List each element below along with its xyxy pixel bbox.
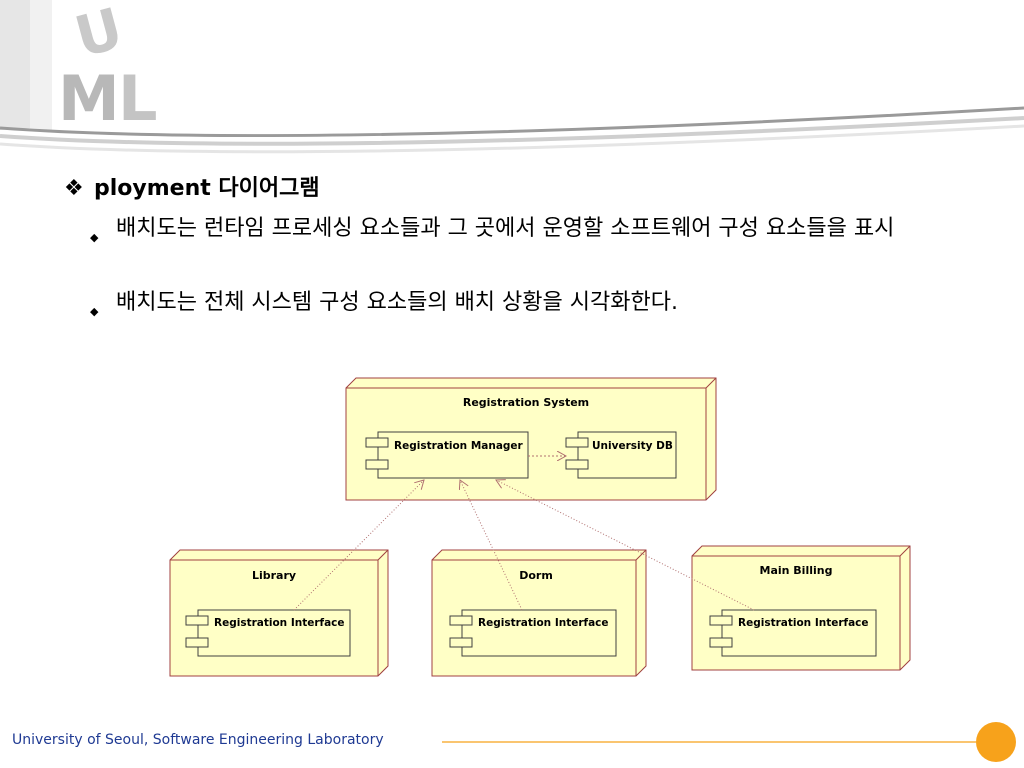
component-university-db: University DB [565, 431, 677, 479]
bullet-item: ◆ 배치도는 런타임 프로세싱 요소들과 그 곳에서 운영할 소프트웨어 구성 … [90, 214, 936, 244]
diamond-bullet-icon: ◆ [90, 231, 99, 244]
footer-bar [442, 722, 1016, 762]
bullet-text: 배치도는 런타임 프로세싱 요소들과 그 곳에서 운영할 소프트웨어 구성 요소… [116, 216, 895, 241]
uml-logo: U M L [58, 0, 158, 135]
node-title: Library [252, 569, 296, 582]
logo-letter-l: L [118, 62, 158, 135]
link-dorm-manager [460, 480, 523, 611]
bullet-text: 배치도는 전체 시스템 구성 요소들의 배치 상황을 시각화한다. [116, 290, 678, 315]
link-library-manager [293, 480, 424, 611]
component-label: Registration Interface [738, 617, 869, 629]
node-main-billing: Main Billing Registration Interface [691, 545, 911, 671]
component-label: Registration Manager [394, 440, 524, 452]
node-registration-system: Registration System Registration Manager… [345, 377, 717, 501]
diamond-bullet-icon: ◆ [90, 305, 99, 318]
heading-text: ployment 다이어그램 [94, 176, 320, 201]
diamond-cluster-icon: ❖ [64, 176, 84, 201]
logo-letter-m: M [58, 62, 120, 135]
bullet-item: ◆ 배치도는 전체 시스템 구성 요소들의 배치 상황을 시각화한다. [90, 288, 936, 318]
orange-circle-icon [976, 722, 1016, 762]
node-library: Library Registration Interface [169, 549, 389, 677]
header-banner: U M L [0, 0, 1024, 154]
component-label: Registration Interface [214, 617, 345, 629]
deployment-diagram: Registration System Registration Manager… [169, 377, 911, 677]
link-billing-manager [496, 480, 755, 611]
node-title: Dorm [519, 569, 553, 582]
node-dorm: Dorm Registration Interface [431, 549, 647, 677]
footer-text: University of Seoul, Software Engineerin… [12, 732, 384, 748]
component-label: University DB [592, 440, 673, 452]
heading: ❖ ployment 다이어그램 [64, 170, 320, 202]
node-title: Registration System [463, 396, 589, 409]
component-registration-manager: Registration Manager [365, 431, 529, 479]
node-title: Main Billing [760, 564, 833, 577]
component-label: Registration Interface [478, 617, 609, 629]
